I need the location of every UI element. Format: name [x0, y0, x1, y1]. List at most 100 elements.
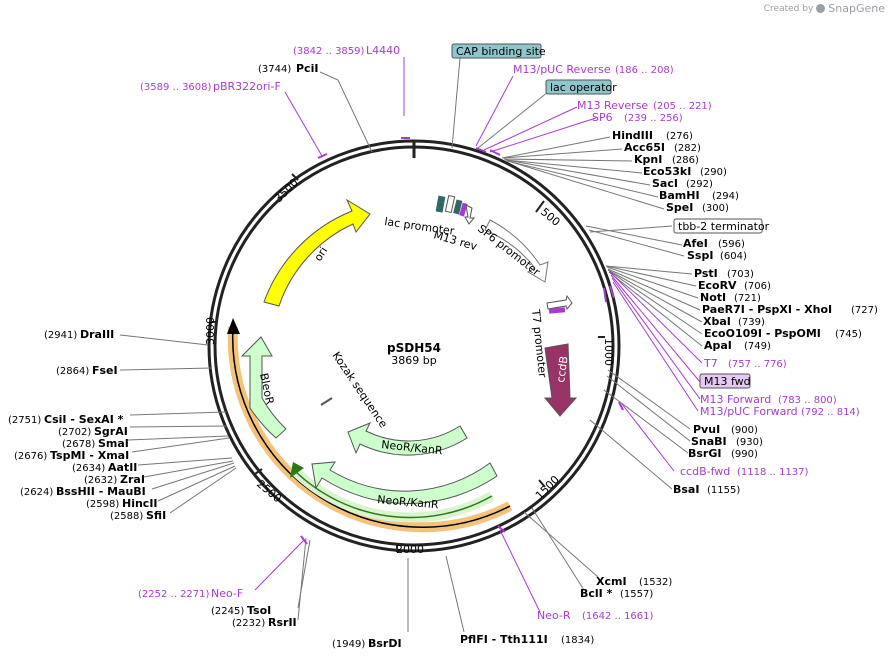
afei-pos: (596) [718, 239, 745, 250]
bleor-feature [240, 336, 287, 439]
m13-fwd-box[interactable] [699, 373, 751, 389]
cap-label[interactable]: CAP binding site [456, 45, 546, 58]
m13puc-fwd-name[interactable]: M13/pUC Forward [700, 405, 798, 418]
pflfi-name[interactable]: PflFI - Tth111I [460, 633, 548, 646]
tsoi-name[interactable]: TsoI [247, 604, 271, 617]
t7-name[interactable]: T7 [703, 357, 718, 370]
eco0109i-pos: (745) [835, 329, 862, 340]
m13puc-rev-range: (186 .. 208) [615, 65, 674, 76]
bsshii-name[interactable]: BssHII - MauBI [56, 485, 146, 498]
lac-operator-mark [453, 199, 463, 215]
m13-forward-name[interactable]: M13 Forward [700, 393, 771, 406]
snabi-pos: (930) [736, 437, 763, 448]
primers[interactable]: (3842 .. 3859) L4440 (3589 .. 3608) pBR3… [138, 44, 860, 622]
tick-marks [209, 173, 605, 552]
saci-pos: (292) [686, 179, 713, 190]
lac-operator-box[interactable] [545, 79, 612, 95]
m13puc-rev-name[interactable]: M13/pUC Reverse [513, 63, 611, 76]
tbb2-box[interactable] [673, 218, 763, 234]
eco0109i-name[interactable]: EcoO109I - PspOMI [704, 327, 821, 340]
sp6-promoter-feature [484, 219, 549, 283]
sfii-pos: (2588) [110, 511, 143, 522]
csii-name[interactable]: CsiI - SexAI * [44, 413, 124, 426]
sgrai-name[interactable]: SgrAI [94, 425, 128, 438]
pcil-name[interactable]: PciI [296, 62, 318, 75]
acc65i-pos: (282) [674, 143, 701, 154]
m13-fwd-name[interactable]: M13 fwd [704, 375, 751, 388]
bsrgi-name[interactable]: BsrGI [688, 447, 721, 460]
bcli-name[interactable]: BclI * [580, 587, 613, 600]
ecorv-pos: (706) [744, 281, 771, 292]
pbr322-name[interactable]: pBR322ori-F [213, 80, 281, 93]
watermark-brand: SnapGene [828, 2, 885, 15]
bsai-name[interactable]: BsaI [673, 483, 699, 496]
tbb2-label[interactable]: tbb-2 terminator [678, 220, 770, 233]
xcmi-name[interactable]: XcmI [596, 575, 627, 588]
xcmi-pos: (1532) [639, 577, 672, 588]
xbai-name[interactable]: XbaI [703, 315, 731, 328]
saci-name[interactable]: SacI [652, 177, 678, 190]
bamhi-name[interactable]: BamHI [659, 189, 700, 202]
restriction-sites[interactable]: (3744) PciI HindIII (276) Acc65I (282) K… [8, 62, 878, 650]
tick-label: 3000 [204, 317, 217, 345]
spei-name[interactable]: SpeI [666, 201, 693, 214]
pvui-name[interactable]: PvuI [693, 423, 720, 436]
watermark: Created by SnapGene [764, 2, 885, 15]
plasmid-name: pSDH54 [387, 341, 441, 355]
m13-rev-name[interactable]: M13 Reverse [577, 99, 648, 112]
tspmi-name[interactable]: TspMI - XmaI [50, 449, 129, 462]
snabi-name[interactable]: SnaBI [691, 435, 727, 448]
sp6-promoter-label: SP6 promoter [475, 222, 543, 279]
psti-pos: (703) [727, 269, 754, 280]
draiii-name[interactable]: DraIII [80, 328, 114, 341]
bamhi-pos: (294) [712, 191, 739, 202]
sspi-pos: (604) [720, 251, 747, 262]
apai-name[interactable]: ApaI [704, 339, 732, 352]
m13-rev-mark [459, 202, 468, 217]
l4440-name[interactable]: L4440 [366, 44, 400, 57]
aatii-name[interactable]: AatII [108, 461, 137, 474]
bsai-pos: (1155) [707, 485, 740, 496]
cap-box[interactable] [451, 43, 542, 59]
neo-r-name[interactable]: Neo-R [537, 609, 571, 622]
eco53ki-name[interactable]: Eco53kI [643, 165, 691, 178]
sfii-name[interactable]: SfiI [146, 509, 166, 522]
neo-f-name[interactable]: Neo-F [211, 587, 243, 600]
hindiii-name[interactable]: HindIII [612, 129, 653, 142]
ccdb-feature [543, 343, 578, 417]
bsrdi-name[interactable]: BsrDI [368, 637, 402, 650]
ccdb-fwd-name[interactable]: ccdB-fwd [680, 465, 730, 478]
hincii-name[interactable]: HincII [122, 497, 158, 510]
rsrii-name[interactable]: RsrII [268, 616, 297, 629]
draiii-pos: (2941) [44, 330, 77, 341]
smai-pos: (2678) [62, 439, 95, 450]
plasmid-length: 3869 bp [391, 354, 436, 367]
bcli-pos: (1557) [620, 589, 653, 600]
xbai-pos: (739) [738, 317, 765, 328]
kpni-pos: (286) [672, 155, 699, 166]
sspi-name[interactable]: SspI [687, 249, 713, 262]
tick-label: 1000 [602, 338, 615, 366]
lac-operator-label[interactable]: lac operator [550, 81, 617, 94]
pbr322-range: (3589 .. 3608) [140, 82, 212, 93]
kozak-label: Kozak sequence [330, 349, 391, 430]
boxed-features[interactable]: CAP binding site lac operator tbb-2 term… [451, 43, 770, 234]
pflfi-pos: (1834) [561, 635, 594, 646]
kpni-name[interactable]: KpnI [634, 153, 662, 166]
backbone-outer [207, 139, 621, 553]
psti-name[interactable]: PstI [694, 267, 718, 280]
afei-name[interactable]: AfeI [683, 237, 708, 250]
paer7i-name[interactable]: PaeR7I - PspXI - XhoI [702, 303, 832, 316]
hincii-pos: (2598) [86, 499, 119, 510]
paer7i-pos: (727) [851, 305, 878, 316]
sp6-name[interactable]: SP6 [592, 111, 613, 124]
acc65i-name[interactable]: Acc65I [624, 141, 665, 154]
ecorv-name[interactable]: EcoRV [698, 279, 737, 292]
apai-pos: (749) [744, 341, 771, 352]
smai-name[interactable]: SmaI [98, 437, 129, 450]
noti-pos: (721) [734, 293, 761, 304]
sp6-mark [464, 204, 476, 225]
noti-name[interactable]: NotI [700, 291, 726, 304]
zrai-name[interactable]: ZraI [120, 473, 145, 486]
fsei-name[interactable]: FseI [92, 364, 118, 377]
